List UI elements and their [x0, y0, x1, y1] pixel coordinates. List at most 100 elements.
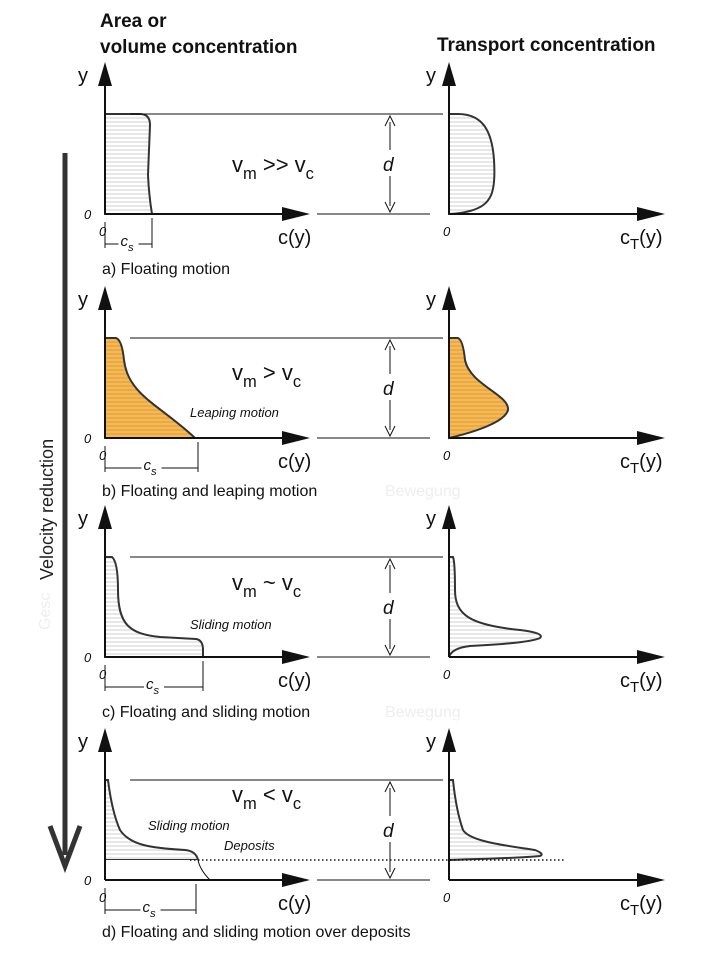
left-y-arrowhead	[98, 728, 112, 752]
sliding-motion-label: Sliding motion	[148, 818, 230, 833]
left-y-arrowhead	[98, 505, 112, 529]
left-y-label: y	[78, 65, 88, 87]
depth-label: d	[383, 155, 395, 176]
depth-label: d	[383, 379, 395, 400]
cs-label: cs	[143, 899, 157, 920]
velocity-relation: vm ~ vc	[232, 570, 301, 601]
right-y-label: y	[426, 289, 436, 311]
right-x-zero: 0	[443, 448, 451, 463]
right-x-zero: 0	[443, 224, 451, 239]
ghost-velocity-text: Gesc	[37, 593, 54, 630]
left-x-label: c(y)	[278, 227, 311, 249]
panel-caption: a) Floating motion	[102, 261, 230, 278]
velocity-relation: vm >> vc	[232, 152, 314, 183]
area-concentration-profile	[104, 337, 198, 439]
left-origin-zero: 0	[84, 873, 92, 888]
deposit-edge	[197, 859, 211, 881]
transport-concentration-profile	[448, 337, 509, 440]
depth-arrow-top	[384, 338, 396, 351]
right-y-arrowhead	[442, 728, 456, 752]
cs-label: cs	[144, 457, 158, 478]
left-x-arrowhead	[282, 650, 310, 664]
left-x-label: c(y)	[278, 451, 311, 473]
depth-label-bg	[380, 593, 400, 619]
right-x-label: cT(y)	[620, 893, 663, 919]
left-x-zero: 0	[99, 448, 107, 463]
area-concentration-profile	[104, 779, 200, 861]
panel-caption: b) Floating and leaping motion	[102, 483, 317, 500]
right-y-arrowhead	[442, 505, 456, 529]
left-y-label: y	[78, 731, 88, 753]
depth-arrow-bottom	[384, 201, 396, 214]
left-header-line1: Area or	[100, 11, 167, 32]
depth-label-bg	[380, 150, 400, 176]
depth-arrow-top	[384, 114, 396, 127]
left-x-arrowhead	[282, 431, 310, 445]
left-y-arrowhead	[98, 286, 112, 310]
depth-label-bg	[380, 374, 400, 400]
right-y-arrowhead	[442, 286, 456, 310]
right-x-zero: 0	[443, 890, 451, 905]
right-x-label: cT(y)	[620, 227, 663, 253]
area-concentration-profile	[104, 113, 154, 215]
left-x-zero: 0	[99, 667, 107, 682]
depth-label: d	[383, 821, 395, 842]
right-y-arrowhead	[442, 62, 456, 86]
depth-arrow-top	[384, 780, 396, 793]
cs-label-bg	[144, 673, 164, 695]
cs-label-bg	[140, 896, 161, 918]
depth-arrow-top	[384, 557, 396, 570]
right-x-label: cT(y)	[620, 451, 663, 477]
left-x-zero: 0	[99, 224, 107, 239]
ghost-caption-text: Bewegung	[385, 483, 461, 500]
transport-concentration-profile	[448, 113, 496, 216]
transport-concentration-profile	[448, 556, 542, 658]
ghost-caption-text: Bewegung	[385, 704, 461, 721]
depth-label: d	[383, 598, 395, 619]
left-y-label: y	[78, 508, 88, 530]
panel-caption: c) Floating and sliding motion	[102, 704, 310, 721]
right-x-label: cT(y)	[620, 670, 663, 696]
velocity-relation: vm > vc	[232, 360, 301, 391]
right-x-arrowhead	[637, 207, 665, 221]
right-x-zero: 0	[443, 667, 451, 682]
left-origin-zero: 0	[84, 207, 92, 222]
left-x-label: c(y)	[278, 670, 311, 692]
right-y-label: y	[426, 731, 436, 753]
left-y-label: y	[78, 289, 88, 311]
left-x-label: c(y)	[278, 893, 311, 915]
right-y-label: y	[426, 65, 436, 87]
depth-arrow-bottom	[384, 867, 396, 880]
depth-arrow-bottom	[384, 644, 396, 657]
transport-concentration-profile	[448, 779, 543, 862]
left-x-zero: 0	[99, 890, 107, 905]
cs-label: cs	[146, 676, 160, 697]
left-x-arrowhead	[282, 207, 310, 221]
cs-label: cs	[121, 233, 135, 254]
left-header-line2: volume concentration	[100, 37, 297, 58]
deposit-layer	[105, 860, 198, 880]
right-x-arrowhead	[637, 650, 665, 664]
left-x-arrowhead	[282, 873, 310, 887]
panel-caption: d) Floating and sliding motion over depo…	[102, 924, 411, 941]
depth-label-bg	[380, 816, 400, 842]
sliding-motion-label: Sliding motion	[190, 617, 272, 632]
velocity-arrow	[47, 153, 83, 874]
velocity-relation: vm < vc	[232, 782, 301, 813]
left-y-arrowhead	[98, 62, 112, 86]
deposits-label: Deposits	[224, 838, 275, 853]
right-y-label: y	[426, 508, 436, 530]
right-x-arrowhead	[637, 873, 665, 887]
area-concentration-profile	[104, 556, 204, 658]
left-origin-zero: 0	[84, 650, 92, 665]
velocity-reduction-label: Velocity reduction	[37, 439, 57, 580]
left-origin-zero: 0	[84, 431, 92, 446]
leaping-motion-label: Leaping motion	[190, 405, 279, 420]
